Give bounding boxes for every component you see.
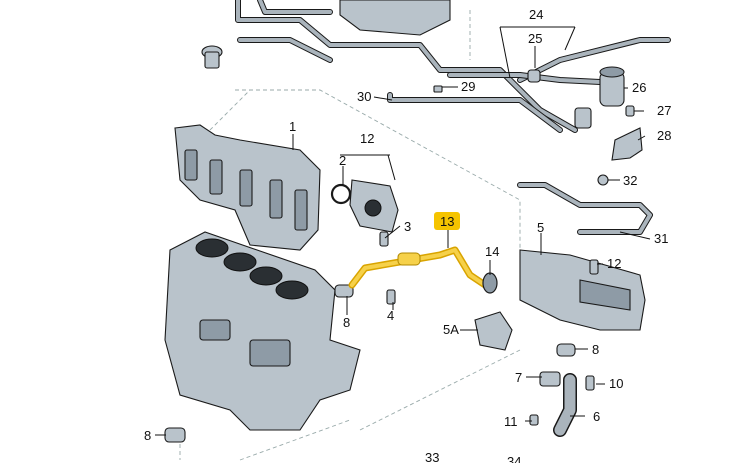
callout-12-center: 4 bbox=[387, 308, 394, 323]
callout-32: 32 bbox=[623, 173, 637, 188]
intake-manifold-part bbox=[174, 124, 321, 251]
callout-33: 33 bbox=[425, 450, 439, 463]
hose-clamp-part bbox=[527, 69, 541, 83]
callout-11: 11 bbox=[504, 414, 518, 429]
egr-cooler-part bbox=[519, 249, 646, 331]
callout-4: 3 bbox=[404, 219, 411, 234]
engine-block-part bbox=[164, 231, 361, 431]
bracket-part bbox=[611, 127, 643, 161]
cylinder-head-cover-part bbox=[339, 0, 451, 36]
callout-27: 27 bbox=[657, 103, 671, 118]
callout-28: 28 bbox=[657, 128, 671, 143]
callout-8-gasket-right: 8 bbox=[592, 342, 599, 357]
seal-ring-part bbox=[482, 272, 498, 294]
connecting-pipe-part bbox=[539, 371, 577, 437]
callout-3: 2 bbox=[339, 153, 346, 168]
mounting-bracket-part bbox=[474, 311, 513, 351]
callout-13: 13 bbox=[440, 214, 454, 229]
bolt-parts bbox=[386, 85, 635, 426]
callout-6: 6 bbox=[593, 409, 600, 424]
callout-labels: 1 12 2 3 5 5A 6 7 8 8 8 10 11 12 4 13 14… bbox=[144, 7, 671, 463]
callout-1: 1 bbox=[289, 119, 296, 134]
callout-26: 26 bbox=[632, 80, 646, 95]
callout-31: 31 bbox=[654, 231, 668, 246]
callout-30: 30 bbox=[357, 89, 371, 104]
vacuum-valve-part bbox=[574, 66, 625, 129]
callout-14: 14 bbox=[485, 244, 499, 259]
callout-2: 12 bbox=[360, 131, 374, 146]
callout-5: 5 bbox=[537, 220, 544, 235]
vacuum-lines bbox=[235, 0, 671, 235]
callout-29: 29 bbox=[461, 79, 475, 94]
callout-5a: 5A bbox=[443, 322, 459, 337]
callout-34: 34 bbox=[507, 454, 521, 463]
callout-12-right: 12 bbox=[607, 256, 621, 271]
gasket-parts bbox=[164, 284, 576, 443]
callout-10: 10 bbox=[609, 376, 623, 391]
callout-24: 24 bbox=[529, 7, 543, 22]
callout-7: 7 bbox=[515, 370, 522, 385]
callout-8-gasket-bottom: 8 bbox=[144, 428, 151, 443]
egr-pipe-part-highlighted bbox=[348, 246, 489, 289]
leader-lines bbox=[155, 26, 651, 436]
throttle-body-part bbox=[330, 179, 399, 247]
callout-25: 25 bbox=[528, 31, 542, 46]
callout-13-highlight-badge: 13 bbox=[434, 212, 460, 230]
assembly-dash-lines bbox=[179, 10, 521, 461]
sensor-part bbox=[201, 45, 223, 69]
callout-8-gasket-left: 8 bbox=[343, 315, 350, 330]
